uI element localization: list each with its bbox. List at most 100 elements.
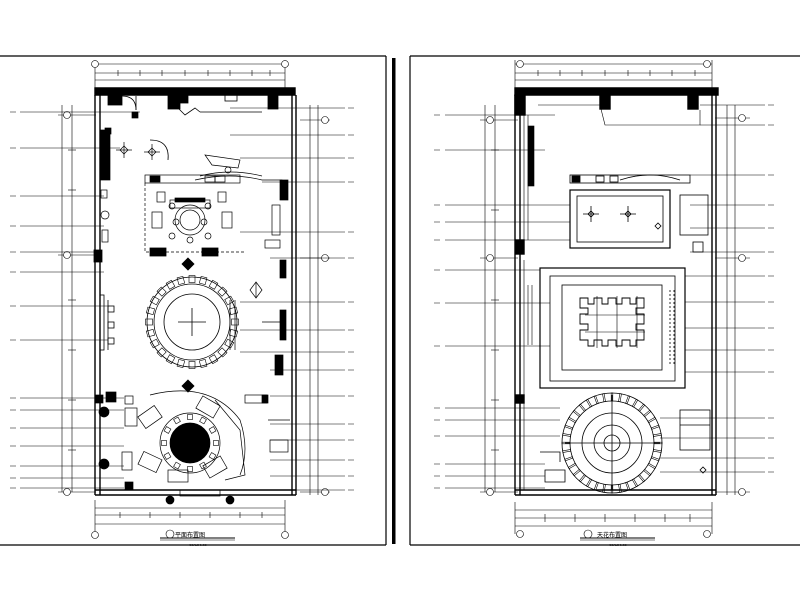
small-table-chair: [163, 426, 172, 434]
sheet-frames: [0, 55, 800, 546]
small-table-chair: [173, 461, 181, 470]
floor-plan-scale: SCALE 1:50: [189, 543, 206, 547]
dome-rib: [567, 462, 577, 470]
small-table-chair: [213, 440, 219, 446]
small-table-chair: [208, 452, 217, 460]
dome-rib: [631, 478, 639, 488]
ceiling-plan-private-room-ceiling: [569, 174, 709, 253]
dome-rib: [610, 484, 614, 494]
dome-rib: [562, 433, 572, 437]
banquet-chair: [198, 359, 208, 369]
dome-rib: [585, 478, 593, 488]
ceiling-plan-walls: [514, 87, 719, 496]
ceiling-plan-dome: [540, 392, 711, 494]
small-table-chair: [199, 416, 207, 425]
ceiling-plan-central-coffer: [539, 267, 686, 389]
dome-rib: [625, 481, 631, 491]
dome-rib: [572, 409, 581, 418]
dome-rib: [610, 392, 614, 402]
ceiling-plan: [434, 60, 774, 538]
banquet-chair: [165, 279, 176, 290]
dome-rib: [564, 424, 574, 430]
banquet-chair: [224, 338, 235, 349]
floor-plan-left-dimensions: [58, 105, 96, 496]
banquet-chair: [176, 359, 186, 369]
dome-rib: [625, 395, 631, 405]
banquet-chair: [198, 275, 208, 285]
banquet-chair: [145, 318, 153, 326]
floor-plan-bottom-dimensions: [91, 500, 289, 539]
ceiling-plan-title: 天花布置图: [597, 531, 627, 539]
small-table-chair: [187, 466, 193, 472]
dome-rib: [631, 398, 639, 408]
dome-rib: [647, 416, 657, 424]
ceiling-plan-bottom-dimensions: [514, 502, 713, 538]
ceiling-plan-leaders-right: [660, 104, 765, 473]
banquet-chair: [149, 295, 160, 306]
dome-rib: [593, 481, 599, 491]
small-table-chair: [187, 414, 193, 420]
small-table-chair: [163, 452, 172, 460]
floor-plan-lounge: [99, 111, 160, 243]
banquet-chair: [156, 347, 167, 358]
dome-rib: [578, 403, 587, 412]
banquet-chair: [217, 347, 228, 358]
floor-plan-leaders-left: [20, 111, 140, 489]
floor-plan: [10, 60, 354, 539]
dome-rib: [561, 441, 571, 445]
small-table-chair: [208, 426, 217, 434]
banquet-chair: [208, 354, 219, 365]
dome-rib: [618, 393, 622, 403]
ceiling-plan-title-block: 天花布置图 SCALE 1:50: [580, 529, 655, 547]
dome-rib: [572, 468, 581, 477]
floor-plan-title: 平面布置图: [175, 531, 205, 539]
banquet-chair: [217, 286, 228, 297]
dome-rib: [562, 449, 572, 453]
banquet-chair: [229, 306, 239, 316]
small-table-chair: [161, 440, 167, 446]
ceiling-plan-left-dimensions: [480, 105, 518, 496]
dome-rib: [618, 483, 622, 493]
banquet-chair: [188, 361, 196, 369]
banquet-chair: [208, 279, 219, 290]
ceiling-plan-scale: SCALE 1:50: [609, 543, 626, 547]
floor-plan-banquet-table: [93, 247, 239, 393]
banquet-chair: [149, 338, 160, 349]
banquet-chair: [165, 354, 176, 365]
floor-plan-leaders-right: [230, 107, 345, 491]
banquet-chair: [229, 328, 239, 338]
dome-rib: [567, 416, 577, 424]
dome-rib: [643, 409, 652, 418]
floor-plan-label-ticks: [10, 107, 354, 491]
dome-rib: [593, 395, 599, 405]
ceiling-plan-right-dimensions: [715, 105, 750, 496]
ceiling-plan-label-ticks: [434, 104, 774, 489]
dome-rib: [653, 441, 663, 445]
dome-rib: [652, 433, 662, 437]
dome-rib: [564, 456, 574, 462]
dome-rib: [637, 403, 646, 412]
dome-rib: [647, 462, 657, 470]
dome-rib: [637, 474, 646, 483]
floor-plan-entrance: [107, 94, 279, 161]
floor-plan-title-block: 平面布置图 SCALE 1:50: [160, 529, 235, 547]
dome-rib: [652, 449, 662, 453]
banquet-chair: [224, 295, 235, 306]
dome-rib: [585, 398, 593, 408]
floor-plan-top-dimensions: [91, 60, 289, 90]
ceiling-plan-left-strip: [523, 104, 701, 490]
banquet-chair: [188, 275, 196, 283]
dome-rib: [650, 424, 660, 430]
banquet-chair: [231, 318, 239, 326]
floor-plan-lower-room: [94, 390, 290, 505]
banquet-chair: [156, 286, 167, 297]
banquet-chair: [176, 275, 186, 285]
dome-rib: [602, 393, 606, 403]
banquet-chair: [145, 328, 155, 338]
dome-rib: [650, 456, 660, 462]
dome-rib: [602, 483, 606, 493]
ceiling-plan-leaders-left: [445, 114, 570, 489]
ceiling-plan-top-dimensions: [514, 60, 713, 90]
small-table-chair: [173, 416, 181, 425]
